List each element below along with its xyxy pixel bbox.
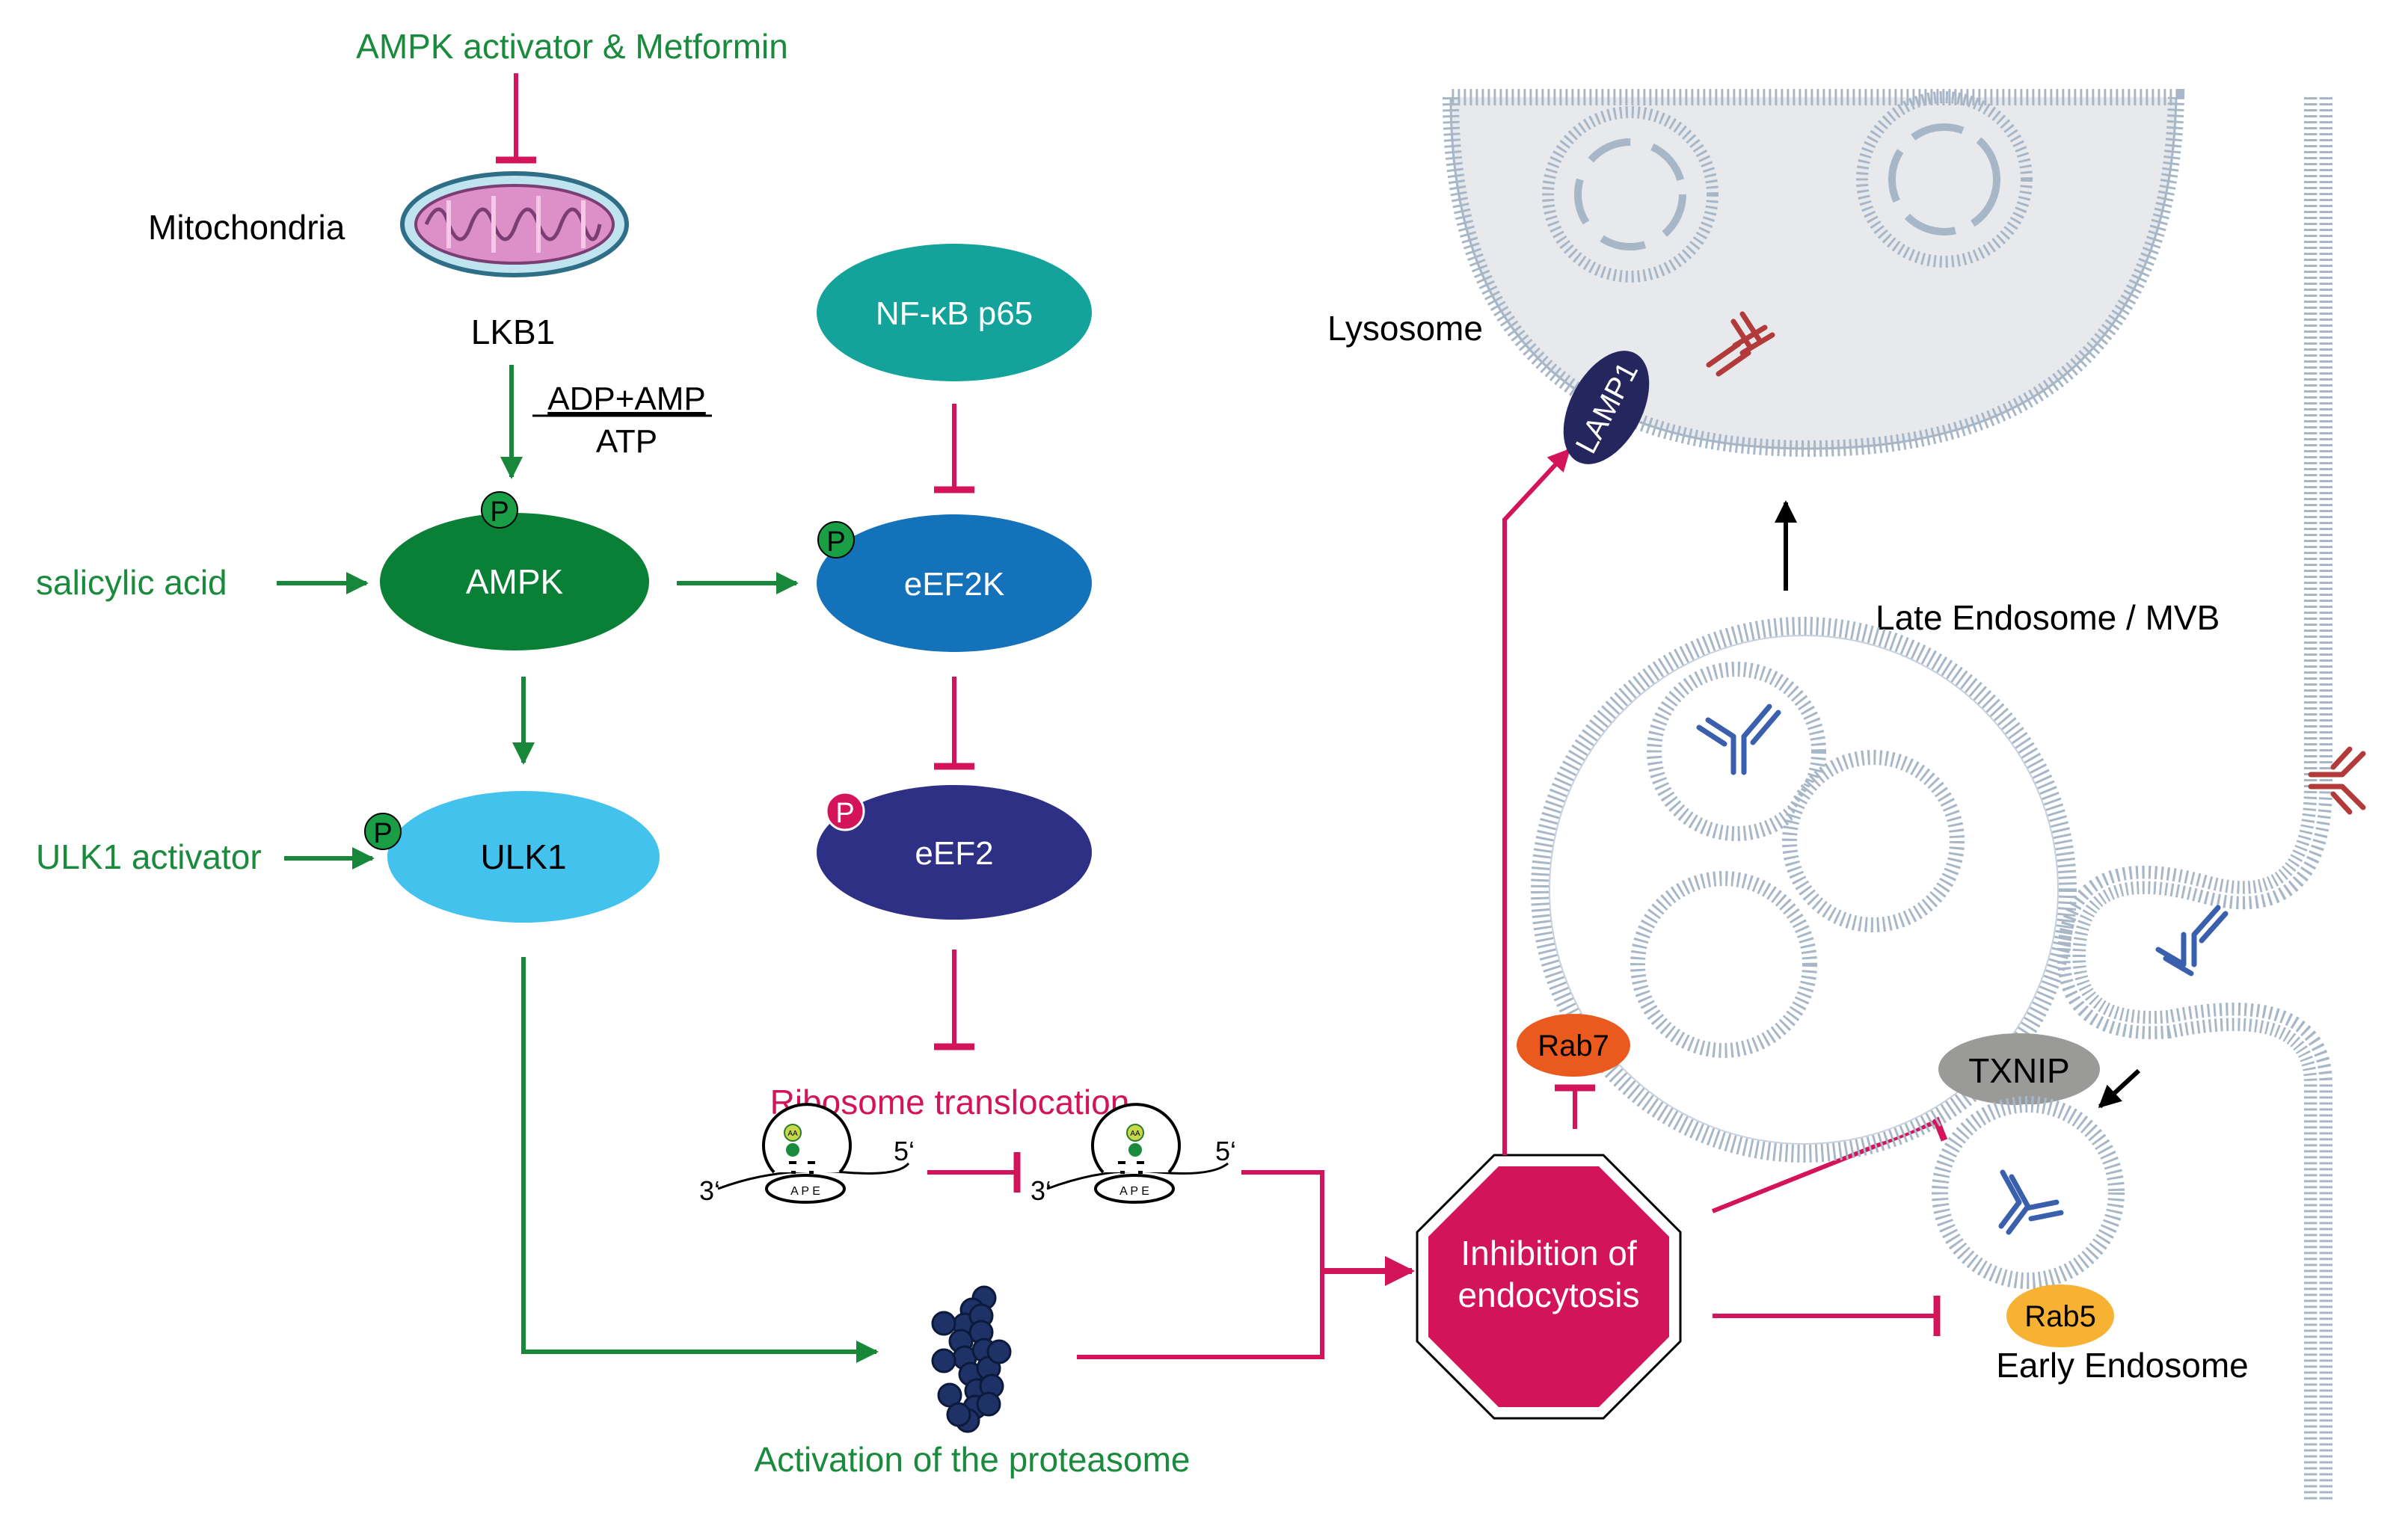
rab5-label: Rab5 [2024,1300,2096,1333]
ribosome-right-aa: AA [1130,1130,1140,1138]
txnip-label: TXNIP [1968,1051,2069,1090]
lysosome-vesicle-right [1856,91,2033,268]
ulk1-phospho-badge [364,813,402,850]
antibody-icon-early-endosome [1998,1169,2064,1235]
ulk1-phospho-label: P [373,818,392,849]
ribosome-right-5prime: 5‘ [1215,1136,1236,1166]
ampk-activator-label: AMPK activator & Metformin [356,27,788,66]
mvb-vesicle-right [1782,750,1965,932]
salicylic-acid-label: salicylic acid [36,563,227,602]
rab5-node [2006,1284,2114,1347]
ulk1-node [387,791,660,923]
mitochondria-icon [400,171,629,277]
inhibition-label-line2: endocytosis [1458,1276,1640,1314]
ulk1-activator-label: ULK1 activator [36,837,262,876]
lkb1-label: LKB1 [471,313,556,351]
eef2-label: eEF2 [915,835,993,872]
eef2k-node [817,514,1092,652]
eef2-phospho-label: P [835,798,854,829]
ribosome-left-5prime: 5‘ [894,1136,915,1166]
ampk-node [380,513,649,650]
ribosome-left-aa: AA [787,1130,798,1138]
plasma-membrane [2057,97,2332,1503]
arrow-ulk1-proteasome [521,957,879,1363]
adp-amp-label: ADP+AMP [547,381,706,417]
eef2-phospho-badge [825,791,865,831]
lysosome-label: Lysosome [1327,309,1483,348]
atp-label: ATP [596,423,657,460]
ribosome-left-3prime: 3‘ [699,1175,720,1206]
mitochondria-label: Mitochondria [148,208,345,247]
inhibit-arrow-early-endosome-top [1711,1101,1948,1213]
ribosome-right-sites: A P E [1119,1185,1149,1198]
proteasome-label: Activation of the proteasome [755,1440,1191,1479]
ribosome-left-sites: A P E [790,1185,820,1198]
ribosome-icon-left: A P E AA [717,1103,910,1204]
lysosome-vesicle-right-inner [1888,123,2000,236]
ulk1-label: ULK1 [480,837,566,876]
early-endosome-membrane [1932,1096,2125,1289]
antibody-icon-membrane [2308,746,2366,815]
rab7-node [1517,1014,1630,1077]
ribosome-right-3prime: 3‘ [1031,1175,1051,1206]
eef2k-label: eEF2K [904,566,1005,603]
eef2k-phospho-label: P [826,526,845,558]
inhibition-octagon [1428,1166,1669,1407]
mvb-vesicle-bottom [1630,871,1817,1058]
ampk-label: AMPK [466,562,564,601]
late-endosome-label: Late Endosome / MVB [1876,598,2220,637]
proteasome-icon [931,1285,1012,1433]
antibody-icon-mvb [1696,704,1781,775]
lysosome-compartment [1442,89,2185,458]
antibody-icon-lysosome [1706,311,1775,377]
txnip-node [1938,1033,2100,1105]
lysosome-vesicle-left [1542,106,1719,283]
ampk-phospho-label: P [490,496,509,528]
nfkb-node [817,244,1092,381]
late-endosome-membrane-inner [1549,635,2059,1145]
lysosome-vesicle-left-inner [1574,138,1686,250]
rab7-label: Rab7 [1538,1030,1609,1062]
arrow-to-early-endosome [2098,1068,2141,1109]
inhibition-label-line1: Inhibition of [1461,1234,1636,1273]
arrow-inhibition-lamp1 [1502,448,1571,1155]
early-endosome-label: Early Endosome [1996,1346,2249,1385]
ampk-phospho-badge [481,491,518,529]
connector-ribosome-inhibition [1077,1170,1324,1359]
ribosome-icon-right: A P E AA [1046,1103,1229,1204]
nfkb-label: NF-κB p65 [876,295,1033,332]
eef2k-phospho-badge [817,521,855,559]
eef2-node [817,785,1092,920]
antibody-icon-invagination [2155,905,2229,976]
